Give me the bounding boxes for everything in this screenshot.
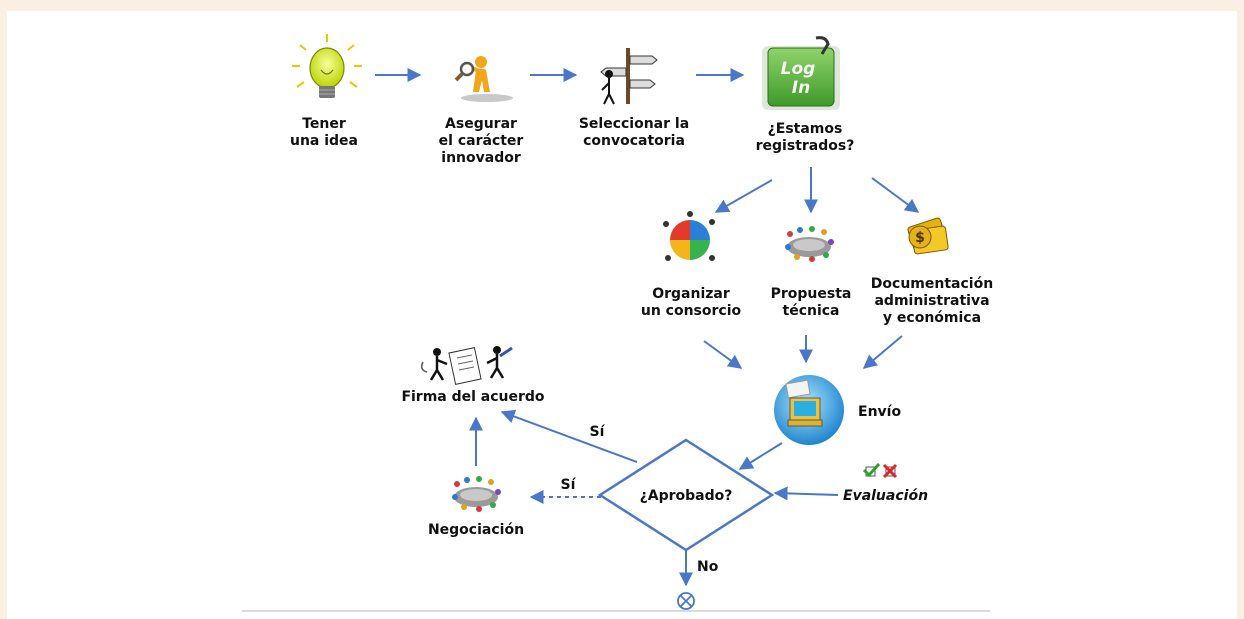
idea-label-line1: Tener	[302, 116, 346, 132]
node-idea: Tener una idea	[290, 116, 358, 149]
evaluation-label: Evaluación	[843, 488, 928, 504]
signature-label: Firma del acuerdo	[401, 389, 544, 405]
login-key-text-line1: Log	[781, 59, 816, 79]
call-label-line1: Seleccionar la	[579, 116, 689, 132]
arrow-submit-to-approved	[738, 442, 783, 470]
innovator-label-line1: Asegurar	[445, 116, 517, 132]
node-registered: ¿Estamos registrados?	[756, 121, 855, 154]
flow-arrows	[375, 68, 920, 587]
meeting-icon	[785, 226, 834, 262]
node-consortium: Organizar un consorcio	[641, 286, 742, 319]
computer-mail-icon	[774, 375, 844, 445]
negotiation-label: Negociación	[428, 522, 524, 538]
consortium-label-line2: un consorcio	[641, 303, 742, 319]
docs-label-line3: y económica	[883, 310, 981, 326]
node-innovator: Asegurar el carácter innovador	[439, 116, 524, 166]
lightbulb-icon	[292, 34, 362, 98]
end-circle-icon	[677, 592, 695, 610]
puzzle-people-icon	[663, 211, 715, 261]
arrow-approved-to-signature	[500, 409, 638, 463]
approved-diamond	[597, 438, 775, 552]
edge-no-label: No	[697, 559, 719, 575]
edge-yes-signature-label: Sí	[590, 424, 606, 440]
check-cross-icon	[862, 462, 898, 479]
arrow-registered-to-consortium	[714, 179, 773, 213]
node-proposal: Propuesta técnica	[771, 286, 852, 319]
money-icon: $	[907, 217, 949, 255]
approved-label: ¿Aprobado?	[640, 488, 733, 504]
node-call: Seleccionar la convocatoria	[579, 116, 689, 149]
arrow-docs-to-submit	[862, 335, 903, 369]
login-key-text-line2: In	[792, 78, 810, 98]
registered-label-line1: ¿Estamos	[768, 121, 843, 137]
node-docs: Documentación administrativa y económica	[871, 276, 993, 326]
diagram-frame	[7, 11, 1237, 619]
arrow-registered-to-docs	[871, 177, 920, 213]
proposal-label-line1: Propuesta	[771, 286, 852, 302]
innovator-label-line3: innovador	[441, 150, 521, 166]
signpost-icon	[600, 48, 658, 105]
innovator-label-line2: el carácter	[439, 133, 524, 149]
arrow-consortium-to-submit	[703, 340, 743, 369]
idea-label-line2: una idea	[290, 133, 358, 149]
docs-label-line2: administrativa	[874, 293, 989, 309]
registered-label-line2: registrados?	[756, 138, 855, 154]
submit-label: Envío	[858, 404, 901, 420]
svg-text:$: $	[915, 230, 925, 246]
magnifier-person-icon	[454, 56, 513, 102]
arrow-evaluation-to-approved	[773, 486, 839, 501]
consortium-label-line1: Organizar	[652, 286, 730, 302]
login-key-icon: Log In	[762, 36, 840, 110]
docs-label-line1: Documentación	[871, 276, 993, 292]
proposal-label-line2: técnica	[783, 303, 840, 319]
edge-yes-negotiation-label: Sí	[561, 477, 577, 493]
meeting-icon	[452, 476, 501, 512]
signing-people-icon	[420, 346, 513, 385]
call-label-line2: convocatoria	[583, 133, 685, 149]
